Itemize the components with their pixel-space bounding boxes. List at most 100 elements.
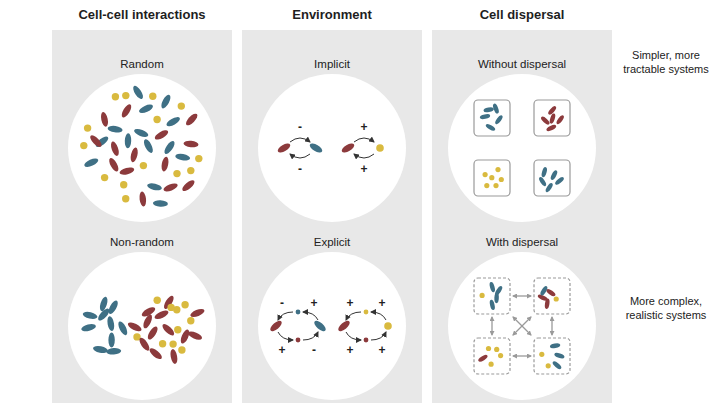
scenario-circle: Non-random — [68, 252, 216, 400]
cell-group — [81, 294, 206, 364]
yellow-cell — [154, 297, 161, 304]
yellow-cell — [84, 124, 91, 131]
scenario-label: Random — [68, 57, 216, 71]
yellow-cell — [484, 183, 489, 188]
red-cell — [109, 141, 120, 157]
red-cell — [119, 166, 135, 176]
scenario-label: Explicit — [258, 235, 406, 249]
red-cell — [183, 140, 199, 148]
red-cell — [181, 178, 197, 193]
interaction-sign: + — [310, 297, 317, 309]
yellow-cell — [384, 322, 392, 330]
implicit-interaction-art — [258, 74, 406, 222]
red-cell — [340, 142, 355, 155]
patch-box — [474, 338, 510, 374]
scenario-label: With dispersal — [448, 235, 596, 249]
patch-box — [534, 278, 570, 314]
patch-box — [474, 278, 510, 314]
yellow-cell — [539, 352, 544, 357]
interaction-sign: - — [280, 297, 284, 309]
red-cell — [169, 349, 178, 365]
yellow-cell — [112, 93, 119, 100]
blue-cell — [483, 106, 494, 112]
complexity-note: More complex, realistic systems — [618, 294, 714, 322]
red-cell — [107, 157, 120, 173]
interaction-arrow — [290, 138, 310, 142]
interaction-sign: + — [346, 344, 353, 356]
clustered-cells-art — [68, 252, 216, 400]
scenario-circle: Explicit-++-++++ — [258, 252, 406, 400]
scenario-label: Implicit — [258, 57, 406, 71]
blue-cell — [308, 142, 323, 155]
interaction-sign: - — [298, 163, 302, 175]
patch-box — [534, 160, 570, 196]
circle-fill — [68, 74, 216, 222]
blue-cell — [92, 345, 108, 354]
red-cell — [139, 191, 147, 207]
circle-fill — [258, 74, 406, 222]
yellow-cell — [195, 155, 202, 162]
interaction-arrow — [303, 312, 318, 320]
dispersal-arrow — [513, 355, 531, 356]
yellow-cell — [480, 293, 485, 298]
blue-cell — [541, 167, 548, 178]
interaction-sign: + — [378, 297, 385, 309]
red-cell — [540, 115, 551, 125]
blue-cell — [492, 103, 500, 114]
blue-cell — [175, 153, 191, 162]
red-cell — [187, 330, 203, 342]
panel: Environment Implicit--++ — [242, 30, 422, 403]
panel-heading: Environment — [242, 7, 422, 23]
red-cell — [477, 354, 488, 363]
interaction-arrow — [290, 154, 310, 158]
interaction-arrow — [303, 332, 318, 340]
patch-box — [534, 100, 570, 136]
blue-cell — [106, 316, 115, 332]
blue-cell — [107, 125, 123, 133]
circle-fill — [68, 252, 216, 400]
interaction-arrow — [278, 312, 293, 320]
interaction-arrow — [354, 154, 374, 158]
yellow-cell — [486, 346, 491, 351]
yellow-cell — [181, 301, 188, 308]
circle-fill — [448, 74, 596, 222]
yellow-cell — [489, 175, 494, 180]
red-cell — [549, 113, 557, 124]
connected-patches-art — [448, 252, 596, 400]
panel: Cell dispersal Without dispersal With di… — [432, 30, 612, 403]
yellow-cell — [159, 340, 166, 347]
interaction-arrow — [346, 332, 361, 340]
blue-cell — [494, 285, 504, 296]
yellow-cell — [489, 362, 494, 367]
red-cell — [142, 313, 154, 329]
blue-cell — [138, 103, 154, 115]
blue-cell — [107, 299, 120, 315]
patch-box — [534, 338, 570, 374]
blue-cell — [550, 342, 561, 348]
circle-fill — [258, 252, 406, 400]
red-cell — [184, 112, 199, 127]
yellow-cell — [178, 346, 185, 353]
red-cell — [269, 319, 284, 333]
blue-cell — [544, 182, 553, 193]
blue-cell — [160, 93, 173, 109]
blue-cell — [117, 320, 130, 336]
yellow-cell — [546, 363, 551, 368]
blue-cell — [538, 176, 547, 187]
interaction-arrow — [371, 332, 386, 340]
red-cell — [162, 182, 178, 193]
red-cell — [189, 307, 205, 319]
interaction-sign: + — [360, 163, 367, 175]
blue-cell — [485, 123, 496, 132]
panel-heading: Cell-cell interactions — [52, 7, 232, 23]
red-cell — [276, 142, 291, 155]
red-cell — [127, 321, 143, 334]
red-cell — [153, 128, 169, 141]
blue-cell — [153, 200, 168, 207]
random-cells-art — [68, 74, 216, 222]
yellow-cell — [493, 183, 498, 188]
blue-molecule — [296, 310, 301, 315]
interaction-arrow — [371, 312, 386, 320]
blue-cell — [82, 311, 98, 321]
